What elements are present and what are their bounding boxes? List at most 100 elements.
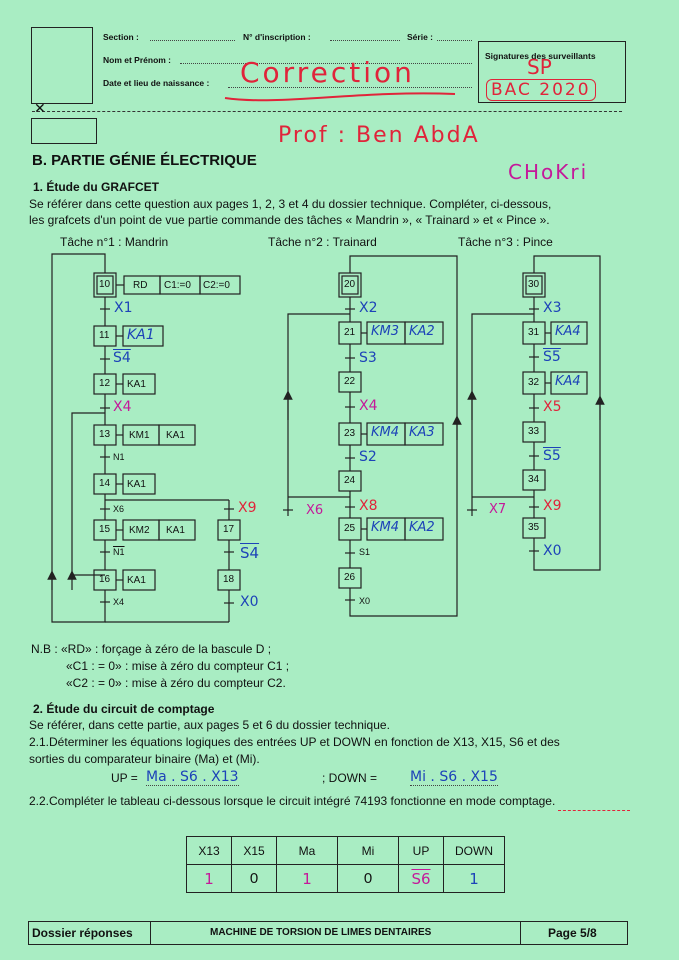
t3-action-32: KA4	[555, 374, 581, 389]
table-cell[interactable]: 1	[276, 864, 338, 893]
photo-box	[31, 27, 93, 104]
t2-action-23b: KA3	[409, 425, 435, 440]
table-cell[interactable]: 1	[443, 864, 505, 893]
t1-receptivity-5b: X9	[238, 500, 257, 516]
q1-title: 1. Étude du GRAFCET	[33, 180, 159, 194]
table-header-cell: X15	[231, 836, 277, 865]
t2-step-24: 24	[344, 475, 356, 486]
t1-receptivity-4: N1	[113, 452, 125, 462]
t2-step-25: 25	[344, 523, 356, 534]
t2-receptivity-3: X4	[359, 398, 378, 414]
nb-line-2: «C1 : = 0» : mise à zéro du compteur C1 …	[66, 659, 290, 673]
t1-action-15a: KM2	[129, 525, 150, 536]
signatures-label: Signatures des surveillants	[485, 51, 596, 61]
t1-action-c1: C1:=0	[164, 280, 191, 291]
t2-receptivity-1: X2	[359, 300, 378, 316]
t1-step-17: 17	[223, 524, 235, 535]
nb-line-1: N.B : «RD» : forçage à zéro de la bascul…	[31, 642, 272, 656]
t3-receptivity-1: X3	[543, 300, 562, 316]
t3-step-33: 33	[528, 426, 540, 437]
t1-receptivity-6b: S4	[240, 544, 260, 562]
inscription-dots	[330, 40, 400, 41]
table-header-cell: UP	[398, 836, 444, 865]
t1-step-11: 11	[99, 330, 110, 341]
t2-action-25b: KA2	[409, 520, 435, 535]
t1-action-11: KA1	[127, 327, 155, 343]
t2-receptivity-5: X8	[359, 498, 378, 514]
t2-receptivity-2: S3	[359, 350, 377, 366]
hand-correction: Correction	[240, 56, 415, 89]
t2-action-23a: KM4	[371, 425, 400, 440]
inscription-label: N° d'inscription :	[243, 32, 311, 42]
footer-bar	[28, 921, 628, 945]
t3-receptivity-5: X9	[543, 498, 562, 514]
t3-receptivity-6: X0	[543, 543, 562, 559]
task2-title: Tâche n°2 : Trainard	[268, 235, 377, 249]
table-cell[interactable]: 0	[337, 864, 399, 893]
t1-receptivity-6: N1	[113, 547, 125, 557]
table-header-cell: X13	[186, 836, 232, 865]
down-label: ; DOWN =	[322, 771, 378, 785]
table-cell[interactable]: S6	[398, 864, 444, 893]
q1-text-2: les grafcets d'un point de vue partie co…	[29, 213, 550, 227]
table-cell[interactable]: 1	[186, 864, 232, 893]
t2-action-25a: KM4	[371, 520, 400, 535]
t3-step-31: 31	[528, 327, 540, 338]
nom-dots	[180, 63, 472, 64]
t2-step-21: 21	[344, 327, 356, 338]
t1-step-13: 13	[99, 429, 111, 440]
t1-receptivity-5: X6	[113, 504, 125, 514]
t1-receptivity-7: X4	[113, 597, 125, 607]
footer-right: Page 5/8	[548, 926, 597, 940]
t1-action-13a: KM1	[129, 430, 150, 441]
table-header-row: X13 X15 Ma Mi UP DOWN	[186, 836, 505, 865]
task3-grafcet	[467, 255, 605, 571]
task1-title: Tâche n°1 : Mandrin	[60, 235, 169, 249]
t1-receptivity-3: X4	[113, 399, 132, 415]
t2-action-21b: KA2	[409, 324, 435, 339]
q21-line-2: sorties du comparateur binaire (Ma) et (…	[29, 752, 260, 766]
t2-receptivity-4: S2	[359, 449, 377, 465]
q2-title: 2. Étude du circuit de comptage	[33, 702, 215, 716]
t3-step-30: 30	[528, 279, 540, 290]
t2-action-21a: KM3	[371, 324, 400, 339]
up-label: UP =	[111, 771, 138, 785]
t3-action-31: KA4	[555, 324, 581, 339]
serie-dots	[437, 40, 472, 41]
t2-receptivity-7: X0	[359, 596, 371, 606]
table-header-cell: Mi	[337, 836, 399, 865]
correction-swoosh	[224, 92, 456, 102]
t1-step-15: 15	[99, 524, 111, 535]
section-label: Section :	[103, 32, 139, 42]
t3-step-32: 32	[528, 377, 540, 388]
t1-step-14: 14	[99, 478, 111, 489]
signatures-box	[478, 41, 626, 103]
t1-action-13b: KA1	[166, 430, 185, 441]
t1-action-c2: C2:=0	[203, 280, 230, 291]
q1-text-1: Se référer dans cette question aux pages…	[29, 197, 552, 211]
t1-step-18: 18	[223, 574, 235, 585]
q2-intro: Se référer, dans cette partie, aux pages…	[29, 718, 390, 732]
hand-sp: SP	[527, 55, 552, 79]
t3-receptivity-4: S5	[543, 448, 561, 464]
code-box	[31, 118, 97, 144]
hand-prof: Prof : Ben AbdA	[278, 123, 480, 148]
task1-grafcet	[47, 253, 241, 623]
t2-step-26: 26	[344, 572, 356, 583]
t1-action-14: KA1	[127, 479, 146, 490]
date-dots	[228, 87, 472, 88]
t3-step-34: 34	[528, 474, 540, 485]
t3-receptivity-2: S5	[543, 349, 561, 365]
t3-step-35: 35	[528, 522, 540, 533]
serie-label: Série :	[407, 32, 433, 42]
t1-receptivity-1: X1	[114, 300, 133, 316]
hand-bac: BAC 2020	[486, 79, 596, 101]
table-header-cell: Ma	[276, 836, 338, 865]
footer-divider-left	[150, 921, 151, 945]
t3-receptivity-3: X5	[543, 399, 562, 415]
section-dots	[150, 40, 235, 41]
t1-action-12: KA1	[127, 379, 146, 390]
nb-line-3: «C2 : = 0» : mise à zéro du compteur C2.	[66, 676, 286, 690]
table-cell[interactable]: 0	[231, 864, 277, 893]
hand-chokri: CHoKri	[508, 160, 589, 184]
